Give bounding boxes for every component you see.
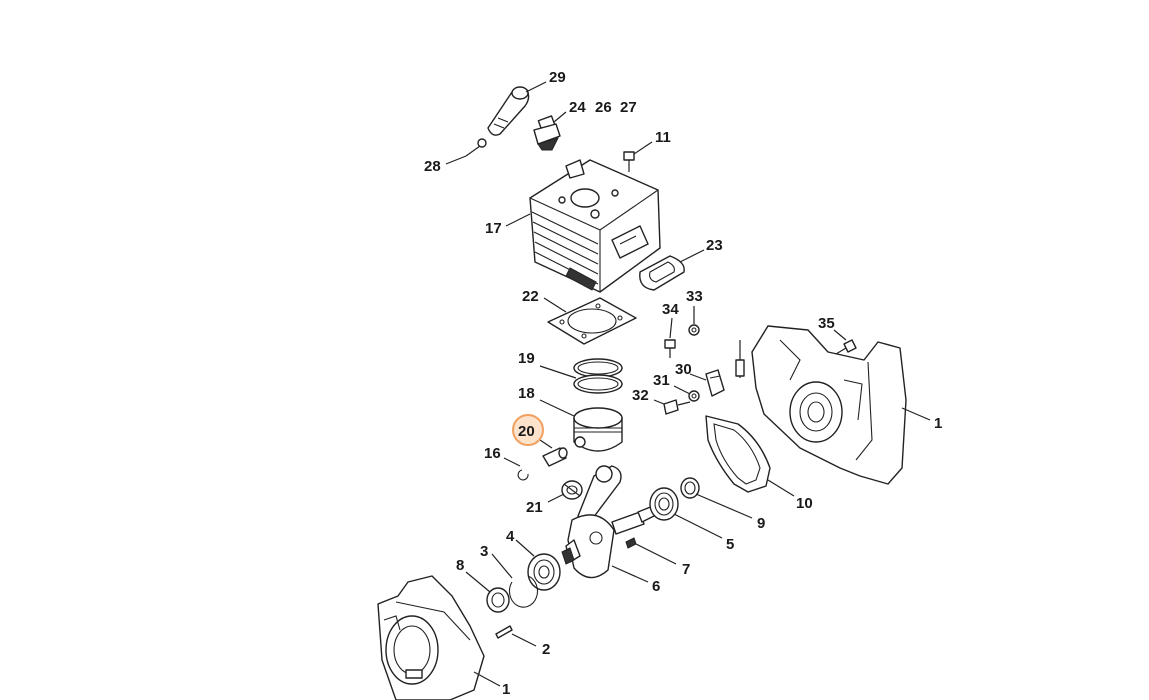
part-drawings [377, 86, 907, 700]
ignition-lead-clip [465, 138, 487, 157]
piston-pin [542, 447, 568, 467]
callout-29[interactable]: 29 [549, 69, 566, 86]
callout-1-crankcase-left[interactable]: 1 [502, 681, 510, 698]
callout-32[interactable]: 32 [632, 387, 649, 404]
callout-19[interactable]: 19 [518, 350, 535, 367]
callout-5[interactable]: 5 [726, 536, 734, 553]
ball-bearing-left [527, 553, 561, 591]
screw-34 [664, 339, 676, 358]
callout-3[interactable]: 3 [480, 543, 488, 560]
callout-8[interactable]: 8 [456, 557, 464, 574]
screw-32 [663, 399, 691, 415]
exhaust-gasket [639, 255, 685, 291]
callout-20-selected[interactable]: 20 [518, 423, 535, 440]
callout-34[interactable]: 34 [662, 301, 679, 318]
ball-bearing-right [649, 487, 679, 521]
oil-seal-left [486, 587, 510, 613]
callout-2[interactable]: 2 [542, 641, 550, 658]
dowel-pin [495, 625, 513, 639]
circlip [517, 469, 529, 481]
callout-1-crankcase-right[interactable]: 1 [934, 415, 942, 432]
bearing-circlip [508, 575, 539, 608]
needle-cage [561, 480, 583, 500]
callout-27[interactable]: 27 [620, 99, 637, 116]
leader-lines [445, 81, 931, 687]
callout-11[interactable]: 11 [655, 129, 671, 146]
screw-11 [623, 151, 635, 172]
crankcase-left [377, 575, 485, 700]
callout-24[interactable]: 24 [569, 99, 586, 116]
callout-26[interactable]: 26 [595, 99, 612, 116]
callout-33[interactable]: 33 [686, 288, 703, 305]
woodruff-key [625, 537, 637, 549]
washer-33 [688, 324, 700, 336]
callout-35[interactable]: 35 [818, 315, 835, 332]
callout-10[interactable]: 10 [796, 495, 813, 512]
bracket-30 [705, 369, 725, 397]
callout-23[interactable]: 23 [706, 237, 723, 254]
cylinder-base-gasket [547, 297, 637, 345]
callout-21[interactable]: 21 [526, 499, 543, 516]
callout-30[interactable]: 30 [675, 361, 692, 378]
callout-9[interactable]: 9 [757, 515, 765, 532]
callout-6[interactable]: 6 [652, 578, 660, 595]
crankcase-right [735, 325, 907, 485]
callout-28[interactable]: 28 [424, 158, 441, 175]
crankcase-gasket [705, 415, 771, 493]
callout-18[interactable]: 18 [518, 385, 535, 402]
screw-35 [835, 339, 857, 355]
cylinder [529, 159, 661, 293]
spark-plug-boot [487, 86, 530, 136]
washer-31 [688, 390, 700, 402]
callout-22[interactable]: 22 [522, 288, 539, 305]
spark-plug [533, 115, 561, 151]
callout-31[interactable]: 31 [653, 372, 670, 389]
piston-rings [573, 358, 623, 394]
piston [573, 407, 623, 452]
callout-7[interactable]: 7 [682, 561, 690, 578]
callout-17[interactable]: 17 [485, 220, 502, 237]
callout-16[interactable]: 16 [484, 445, 501, 462]
callout-4[interactable]: 4 [506, 528, 515, 545]
oil-seal-right [680, 477, 700, 499]
selected-part-highlight [512, 414, 544, 446]
part-callouts: 29 24 26 27 11 28 17 23 22 34 33 35 19 3… [424, 69, 942, 698]
